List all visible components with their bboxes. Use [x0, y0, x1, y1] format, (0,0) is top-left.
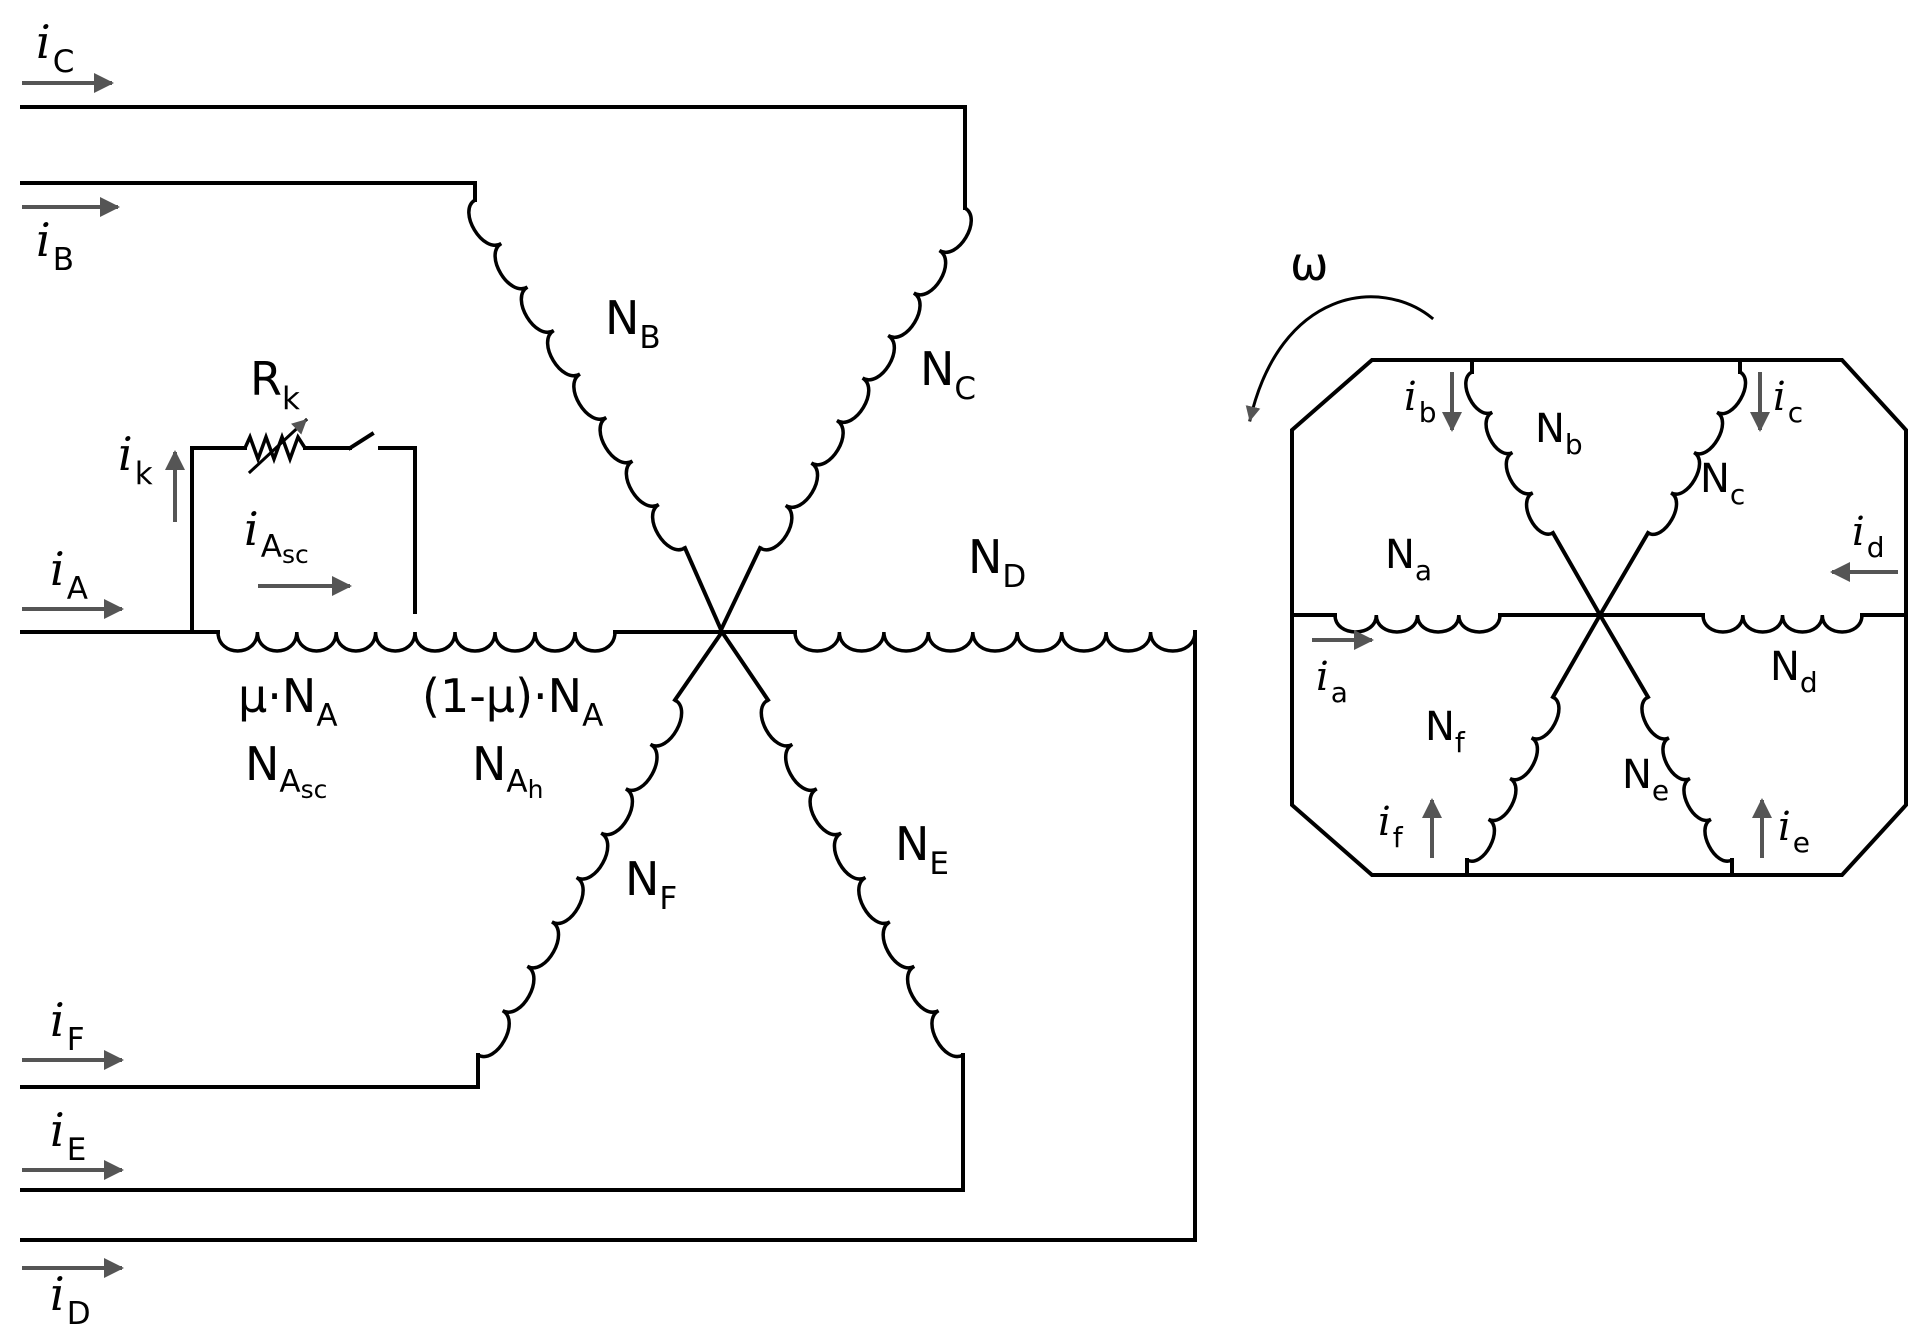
coil-nf-rotor — [1466, 695, 1561, 863]
label-ib: iB — [36, 213, 74, 278]
label-nd: ND — [968, 530, 1026, 595]
wire-f — [20, 1053, 480, 1089]
label-ik: ik — [118, 427, 153, 492]
label-ne: NE — [895, 817, 949, 882]
coil-ne-rotor — [1640, 695, 1733, 863]
rotor-winding: ω Na Nb Nc Nd Ne — [1245, 237, 1908, 877]
wire-f-center — [672, 629, 725, 703]
resistor-rk — [243, 431, 307, 465]
label-id: iD — [50, 1267, 91, 1332]
label-ic: iC — [36, 15, 74, 80]
label-na-sc: NAsc — [245, 737, 327, 804]
wire-b — [20, 181, 477, 202]
label-rk: Rk — [250, 352, 300, 417]
label-mu-na: μ·NA — [238, 669, 338, 734]
coil-nb — [467, 198, 686, 552]
wire-e-center — [719, 629, 771, 703]
coil-nc — [759, 206, 973, 552]
wire-e — [20, 1053, 965, 1192]
label-iasc: iAsc — [244, 502, 309, 569]
label-ie: iE — [50, 1103, 86, 1168]
label-nf: NF — [625, 852, 677, 917]
label-omega: ω — [1290, 237, 1329, 291]
coil-na-sc — [216, 631, 417, 653]
label-ne-rotor: Ne — [1622, 752, 1669, 807]
label-id-rotor: id — [1852, 509, 1885, 564]
label-one-minus-mu-na: (1-μ)·NA — [422, 669, 603, 734]
switch-blade — [347, 431, 375, 451]
coil-nd — [793, 631, 1197, 653]
label-ic-rotor: ic — [1773, 374, 1803, 429]
label-ia: iA — [50, 542, 88, 607]
label-nc-rotor: Nc — [1700, 456, 1745, 511]
label-nd-rotor: Nd — [1770, 644, 1818, 699]
label-if-rotor: if — [1378, 799, 1404, 854]
rotor-wire-f-center — [1550, 612, 1603, 700]
label-nc: NC — [920, 342, 976, 407]
wire-bypass-return — [378, 446, 417, 614]
coil-nb-rotor — [1464, 370, 1554, 536]
wire-c-center — [717, 545, 763, 635]
rotation-arrow — [1245, 295, 1435, 422]
label-ia-rotor: ia — [1316, 654, 1348, 709]
label-nb: NB — [605, 291, 661, 356]
coil-ne — [759, 698, 964, 1059]
coil-nf — [477, 698, 684, 1059]
label-ib-rotor: ib — [1404, 374, 1437, 429]
resistor-variable-arrow — [247, 417, 309, 475]
rotor-wire-b-center — [1550, 530, 1603, 618]
coil-na-rotor — [1333, 614, 1502, 634]
wire-bypass — [190, 446, 247, 634]
stator-winding: iC iB ik iA iAsc iF iE iD NB NC ND NE NF… — [20, 15, 1197, 1332]
wire-b-center — [682, 545, 725, 635]
rotor-wire-c-center — [1597, 530, 1651, 618]
rotor-wire-e-center — [1597, 612, 1651, 700]
rotor-frame — [1290, 358, 1908, 877]
coil-nc-rotor — [1647, 370, 1748, 537]
label-nf-rotor: Nf — [1425, 704, 1466, 759]
label-na-h: NAh — [472, 737, 544, 804]
coil-nd-rotor — [1701, 614, 1864, 634]
wire-d — [20, 630, 1197, 1242]
label-ie-rotor: ie — [1778, 804, 1810, 859]
label-if: iF — [50, 993, 85, 1058]
coil-na-h — [413, 631, 617, 653]
label-nb-rotor: Nb — [1535, 406, 1583, 461]
wire-c — [20, 105, 967, 210]
label-na-rotor: Na — [1385, 532, 1432, 587]
